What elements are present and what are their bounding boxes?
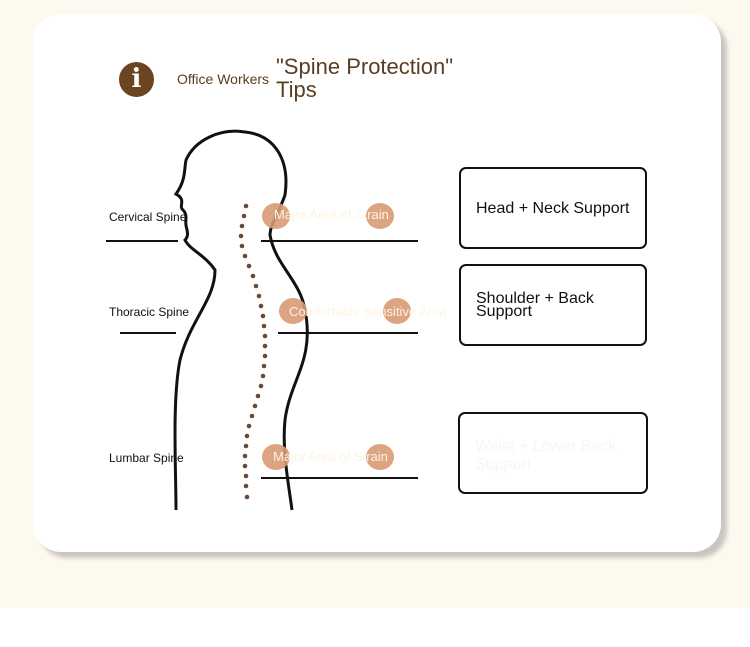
support-box-shoulder-back: Shoulder + Back Support: [459, 264, 647, 346]
strain-marker: [366, 203, 394, 229]
label-cervical: Cervical Spine: [109, 210, 187, 224]
info-icon: i: [119, 62, 154, 97]
sensitive-marker: [383, 298, 411, 324]
label-lumbar: Lumbar Spine: [109, 451, 184, 465]
note-cervical: Major Area of Strain: [274, 207, 389, 222]
note-thoracic: Comfortable Sensitive Area: [289, 304, 447, 319]
note-lumbar: Major Area of Strain: [273, 449, 388, 464]
divider: [106, 240, 178, 242]
label-thoracic: Thoracic Spine: [109, 305, 190, 319]
strain-marker: [262, 203, 290, 229]
strain-marker: [366, 444, 394, 470]
spine-dots: [238, 203, 268, 500]
support-label: Waist + Lower Back Support: [475, 438, 617, 473]
support-label: Head + Neck Support: [476, 199, 630, 217]
support-box-waist: Waist + Lower Back Support: [458, 412, 648, 494]
divider: [261, 477, 418, 479]
divider: [261, 240, 418, 242]
support-box-head-neck: Head + Neck Support: [459, 167, 647, 249]
divider: [120, 332, 176, 334]
support-label: Shoulder + Back Support: [476, 290, 594, 320]
strain-marker: [262, 444, 290, 470]
subtitle: Office Workers: [177, 71, 270, 87]
page-title: "Spine Protection" Tips: [276, 54, 454, 102]
sensitive-marker: [279, 298, 307, 324]
divider: [278, 332, 418, 334]
